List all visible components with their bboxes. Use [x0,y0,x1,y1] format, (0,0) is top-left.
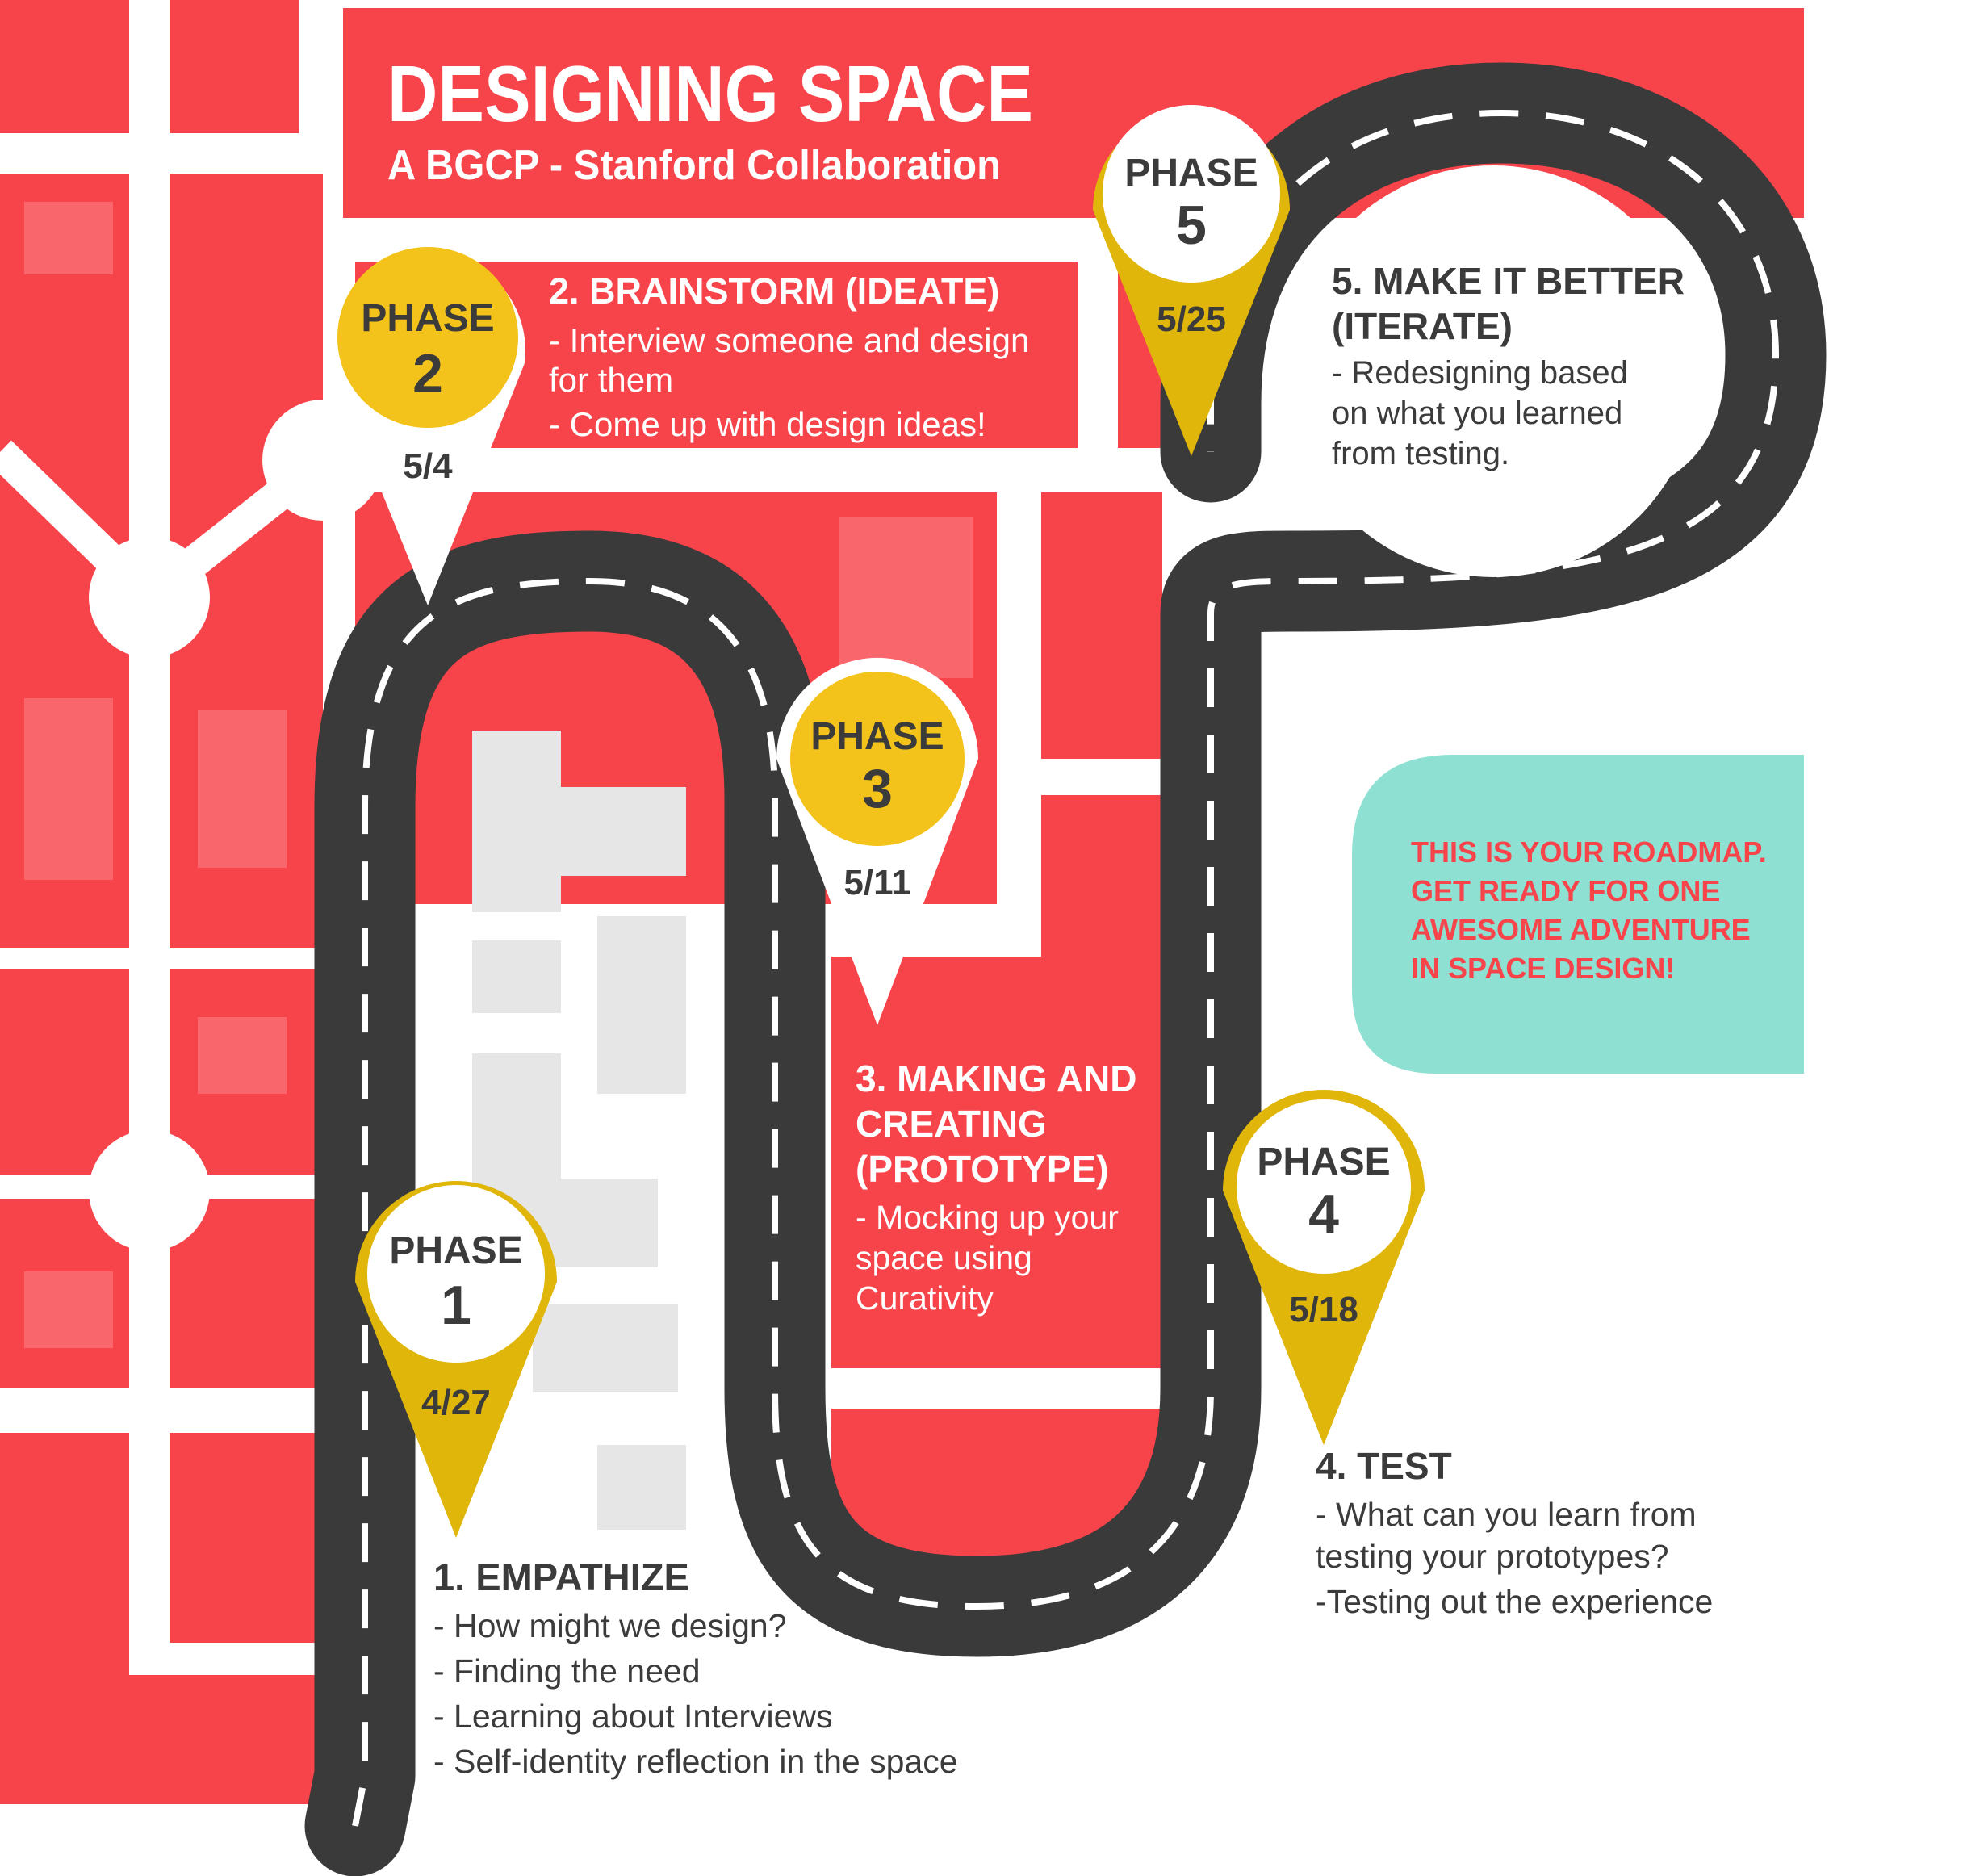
phase-3-heading-line-1: 3. MAKING AND [856,1057,1136,1099]
phase-5-heading-line-2: (ITERATE) [1332,305,1513,347]
phase-2-pin: PHASE 2 5/4 [328,247,526,605]
phase-5-number: 5 [1176,195,1207,256]
phase-5-pin: PHASE 5 5/25 [1093,105,1290,456]
phase-3-line-2: space using [856,1239,1032,1276]
phase-1-heading: 1. EMPATHIZE [433,1556,689,1598]
phase-2-pin-head [337,247,518,428]
phase-3-label: PHASE [810,715,944,758]
phase-1-pin-head [367,1185,545,1363]
phase-3-date: 5/11 [843,863,910,902]
phase-4-heading: 4. TEST [1316,1445,1452,1487]
svg-text:- How might we design? -: - How might we design? - Finding the nee… [433,1607,958,1780]
phase-1-line-2: - Finding the need [433,1652,701,1690]
page-title: DESIGNING SPACE [387,49,1033,138]
phase-3-heading-line-3: (PROTOTYPE) [856,1148,1109,1190]
phase-4-label: PHASE [1257,1141,1390,1183]
phase-4-description: 4. TEST - What can you learn from testin… [1316,1445,1713,1620]
road-center-dashes [352,109,1780,1827]
roadmap-note-bubble [1352,755,1804,1074]
phase-1-line-1: - How might we design? [433,1607,787,1644]
svg-text:- Mocking up your space: - Mocking up your space using Curativity [856,1199,1128,1317]
phase-2-label: PHASE [361,297,494,340]
phase-3-number: 3 [862,758,893,819]
svg-text:- Interview someone and design: - Interview someone and design for them … [549,321,1039,443]
phase-1-date: 4/27 [421,1383,491,1422]
phase-1-pin: PHASE 1 4/27 [355,1181,557,1538]
phase-2-line-1: - Interview someone and design [549,321,1029,359]
phase-2-description: 2. BRAINSTORM (IDEATE) - Interview someo… [549,270,1039,443]
phase-5-line-2: on what you learned [1332,396,1622,431]
roadmap-note-line-3: AWESOME ADVENTURE [1411,913,1751,946]
phase-4-line-1: - What can you learn from [1316,1496,1697,1533]
loop-center [1287,165,1699,577]
phase-5-description: 5. MAKE IT BETTER (ITERATE) - Redesignin… [1332,260,1695,471]
phase-4-number: 4 [1308,1183,1339,1245]
svg-text:- What can you learn from: - What can you learn from testing your p… [1316,1496,1713,1620]
svg-text:- Redesigning based on w: - Redesigning based on what you learned … [1332,355,1637,471]
svg-text:5. MAKE IT BETTER (ITERA: 5. MAKE IT BETTER (ITERATE) [1332,260,1695,347]
phase-2-date: 5/4 [403,446,453,486]
roadmap-note-line-4: IN SPACE DESIGN! [1411,952,1675,985]
phase-4-line-2: testing your prototypes? [1316,1538,1669,1575]
roadmap-road [304,62,1827,1876]
roadmap-note: THIS IS YOUR ROADMAP. GET READY FOR ONE … [1352,755,1804,1074]
phase-5-date: 5/25 [1157,299,1226,339]
phase-5-label: PHASE [1124,152,1258,195]
phase-2-number: 2 [412,343,443,404]
svg-text:THIS IS YOUR ROADMAP. GE: THIS IS YOUR ROADMAP. GET READY FOR ONE … [1411,835,1775,985]
phase-3-line-3: Curativity [856,1279,994,1317]
city-map-background [0,0,1804,1804]
roadmap-note-line-2: GET READY FOR ONE [1411,874,1720,907]
phase-2-heading: 2. BRAINSTORM (IDEATE) [549,270,999,312]
phase-1-label: PHASE [389,1229,522,1272]
svg-text:3. MAKING AND CREATING: 3. MAKING AND CREATING (PROTOTYPE) [856,1057,1147,1190]
phase-1-line-4: - Self-identity reflection in the space [433,1743,958,1780]
phase-1-line-3: - Learning about Interviews [433,1698,833,1735]
phase-4-pin: PHASE 4 5/18 [1223,1090,1425,1445]
phase-1-number: 1 [441,1275,471,1336]
phase-2-line-3: - Come up with design ideas! [549,405,986,443]
phase-5-line-3: from testing. [1332,436,1509,471]
roadmap-note-line-1: THIS IS YOUR ROADMAP. [1411,835,1767,869]
phase-3-heading-line-2: CREATING [856,1103,1047,1145]
phase-4-pin-head [1237,1099,1411,1274]
phase-2-line-2: for them [549,361,673,399]
phase-5-heading-line-1: 5. MAKE IT BETTER [1332,260,1685,302]
phase-3-pin: PHASE 3 5/11 [776,657,978,1025]
phase-4-date: 5/18 [1289,1290,1358,1330]
phase-1-description: 1. EMPATHIZE - How might we design? - Fi… [433,1556,958,1780]
page-subtitle: A BGCP - Stanford Collaboration [387,142,1001,189]
phase-3-description: 3. MAKING AND CREATING (PROTOTYPE) - Moc… [856,1057,1147,1317]
phase-5-line-1: - Redesigning based [1332,355,1628,391]
phase-3-pin-head [790,672,965,846]
phase-4-line-3: -Testing out the experience [1316,1583,1713,1620]
phase-3-line-1: - Mocking up your [856,1199,1119,1236]
phase-5-pin-head [1103,105,1280,283]
